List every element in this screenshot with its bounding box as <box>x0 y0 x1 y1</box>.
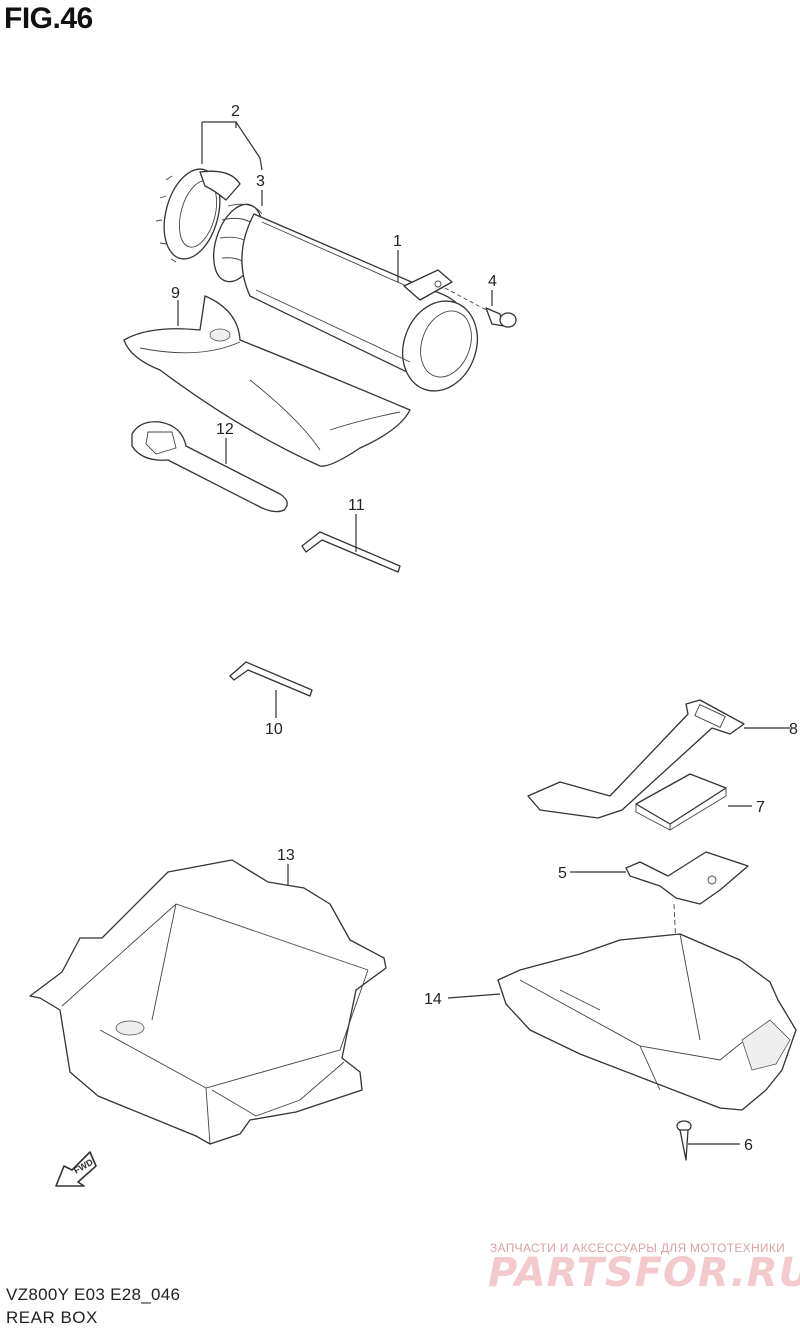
callout-2: 2 <box>231 103 240 120</box>
strap-part <box>527 699 745 819</box>
watermark-tagline: ЗАПЧАСТИ И АКСЕССУАРЫ ДЛЯ МОТОТЕХНИКИ <box>490 1241 786 1255</box>
callout-6: 6 <box>744 1137 753 1154</box>
hex-key-small-part <box>229 661 313 697</box>
spanner-part <box>131 421 288 513</box>
pad-part <box>635 773 727 831</box>
callout-13: 13 <box>277 847 295 864</box>
callout-12: 12 <box>216 421 234 438</box>
figure-title: FIG.46 <box>4 2 93 35</box>
callout-7: 7 <box>756 799 765 816</box>
fwd-arrow-icon: FWD <box>55 1151 97 1187</box>
model-code: VZ800Y E03 E28_046 <box>6 1285 181 1304</box>
clip-part <box>676 1120 692 1161</box>
cap-ring-part <box>155 168 241 263</box>
tool-tube-part <box>241 213 478 392</box>
tool-bag-part <box>123 295 411 467</box>
hex-key-large-part <box>301 531 401 573</box>
callout-10: 10 <box>265 721 283 738</box>
callout-5: 5 <box>558 865 567 882</box>
watermark-brand: PARTSFOR.RU <box>488 1250 800 1296</box>
tray-part <box>497 933 797 1111</box>
section-name: REAR BOX <box>6 1308 98 1327</box>
callout-4: 4 <box>488 273 497 290</box>
callout-1: 1 <box>393 233 402 250</box>
callout-14: 14 <box>424 991 442 1008</box>
callout-numbers: 2 3 1 4 9 12 11 10 8 7 13 5 14 6 <box>171 103 798 1154</box>
callout-8: 8 <box>789 721 798 738</box>
callout-11: 11 <box>348 497 365 514</box>
callout-9: 9 <box>171 285 180 302</box>
bolt-part <box>444 287 517 328</box>
callout-3: 3 <box>256 173 265 190</box>
leader-lines <box>177 121 790 1145</box>
rear-box-part <box>29 859 387 1145</box>
